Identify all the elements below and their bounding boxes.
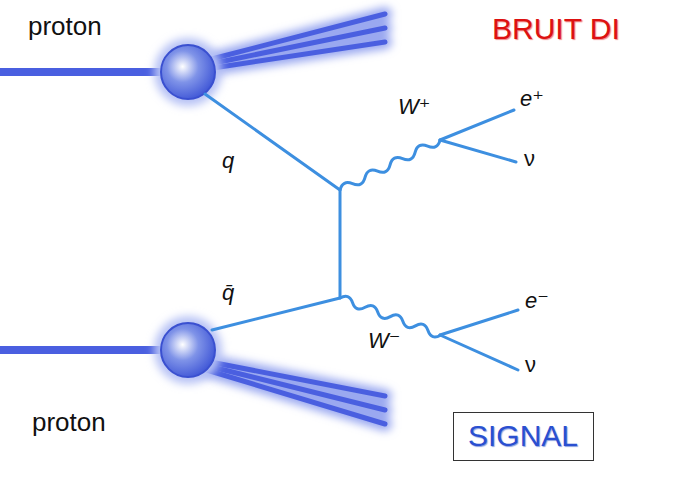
signal-box: SIGNAL	[453, 412, 594, 461]
quark-label: q	[222, 148, 234, 173]
fermion-lines	[205, 94, 518, 370]
boson-label: W⁻	[368, 328, 400, 353]
neutrino-label: ν	[525, 352, 536, 377]
antiquark-label: q̄	[222, 280, 234, 305]
proton-remnants	[200, 14, 385, 424]
proton-beam	[0, 72, 170, 350]
neutrino-label: ν	[524, 146, 535, 171]
proton-blob	[161, 323, 215, 377]
lepton-label: e⁻	[525, 288, 549, 313]
particle-label: proton	[28, 12, 102, 42]
proton-blob-glow	[154, 316, 222, 384]
w-boson-wavy	[338, 136, 442, 193]
boson-label: W⁺	[398, 94, 430, 119]
noise-heading: BRUIT DI	[492, 12, 620, 47]
box-text: SIGNAL	[468, 419, 579, 454]
lepton-label: e⁺	[520, 86, 544, 111]
proton-blob	[161, 45, 215, 99]
particle-label: proton	[32, 408, 106, 438]
proton-blob-glow	[154, 38, 222, 106]
